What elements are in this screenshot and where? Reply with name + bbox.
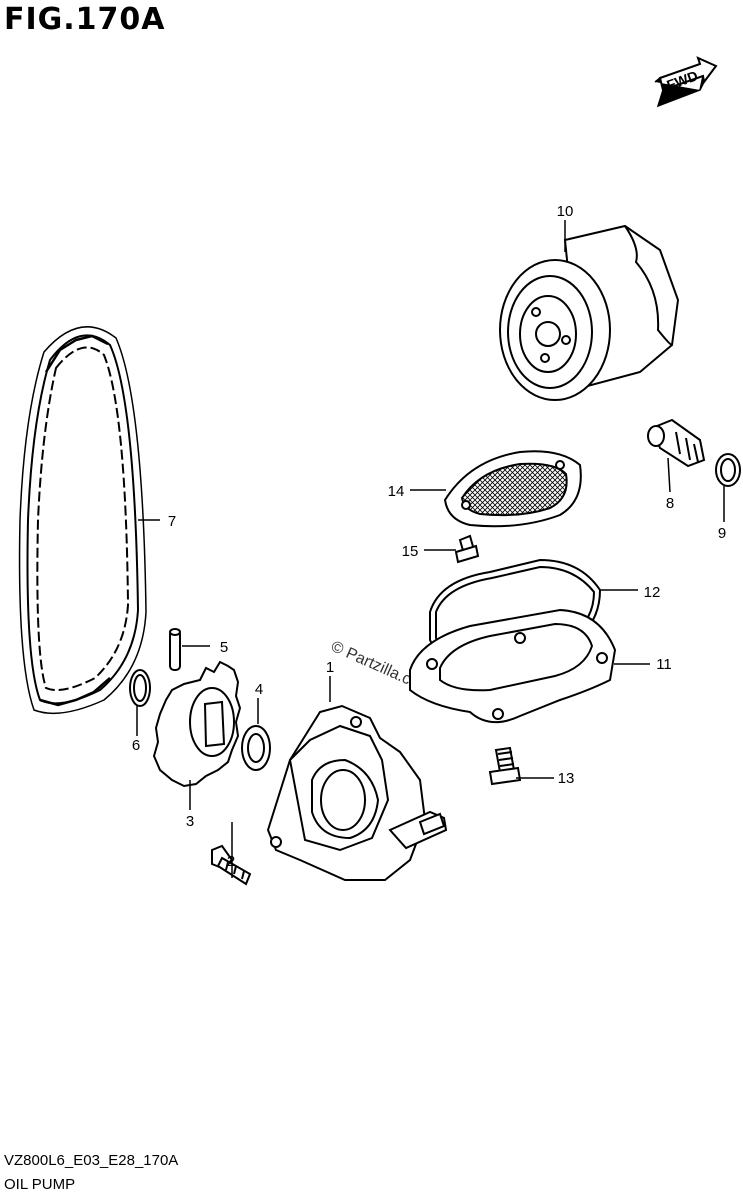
sprocket-drawing [152,660,242,788]
callout-8: 8 [666,495,674,512]
callout-4: 4 [255,681,263,698]
callout-14: 14 [388,483,405,500]
callout-11: 11 [656,656,672,673]
oil-filter-drawing [499,224,680,401]
pump-bolt-drawing [211,844,252,886]
screw-drawing [454,534,480,564]
callout-7: 7 [168,513,176,530]
pin-drawing [169,628,181,671]
figure-title: FIG.170A [4,2,166,37]
callout-2: 2 [227,853,235,870]
o-ring-drawing [715,453,741,487]
washer-drawing [241,725,271,771]
callout-6: 6 [132,737,140,754]
callout-13: 13 [558,770,575,787]
leader-lines [136,220,725,878]
callout-5: 5 [220,639,228,656]
callout-3: 3 [186,813,194,830]
diagram-caption: OIL PUMP [4,1176,76,1193]
fwd-arrow-icon: FWD [654,56,718,108]
callout-15: 15 [402,543,419,560]
callout-10: 10 [557,203,574,220]
callout-1: 1 [326,659,334,676]
oil-pump-drawing [266,704,448,881]
diagram-code: VZ800L6_E03_E28_170A [4,1152,179,1169]
strainer-housing-drawing [409,608,617,723]
bolt-drawing [488,746,522,786]
strainer-drawing [443,450,582,528]
circlip-drawing [129,669,151,707]
callout-12: 12 [644,584,661,601]
callout-9: 9 [718,525,726,542]
union-drawing [647,418,706,468]
chain-drawing [18,326,147,715]
